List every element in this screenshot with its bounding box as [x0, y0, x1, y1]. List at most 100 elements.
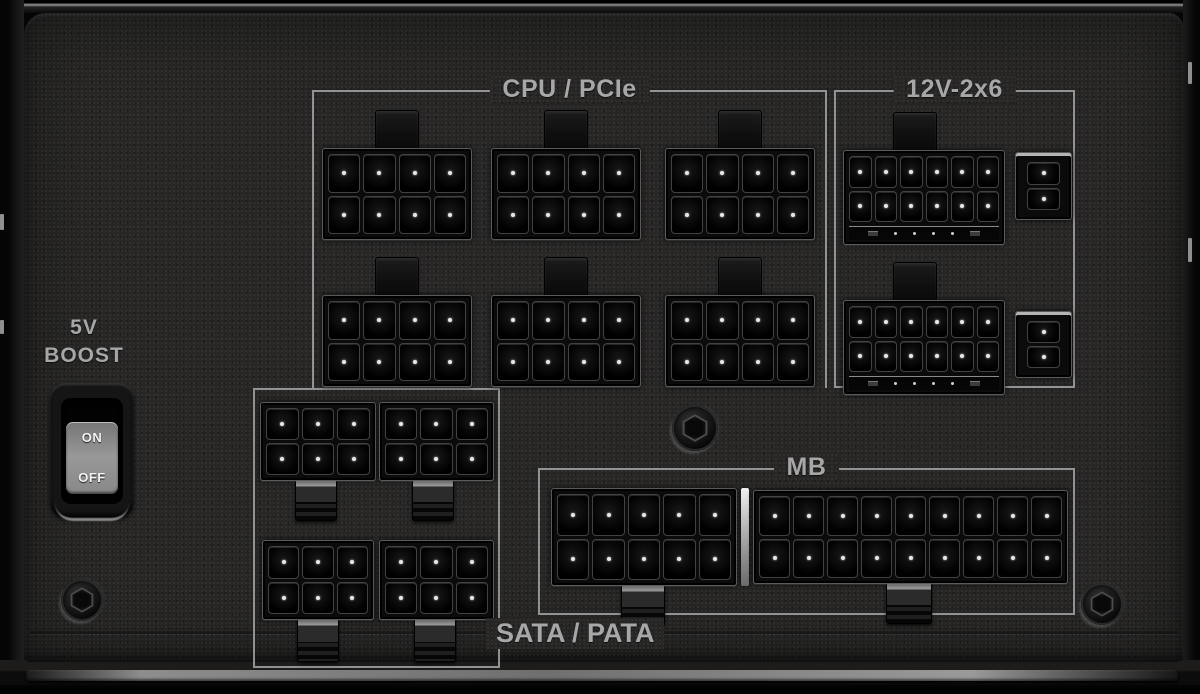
boost-rocker-switch[interactable]: ON OFF — [66, 422, 118, 494]
pin-socket — [337, 443, 370, 475]
pin-socket — [793, 538, 824, 578]
pin-socket — [706, 154, 739, 193]
pin-socket — [336, 546, 368, 579]
sata-pata-connector-2 — [379, 402, 494, 481]
pin-socket — [900, 340, 923, 372]
hex-screw-center — [672, 405, 718, 451]
edge-highlight — [1188, 238, 1192, 262]
pin-socket — [363, 301, 396, 340]
pin-socket — [663, 538, 696, 580]
12v-2x6-connector-1 — [843, 150, 1005, 245]
pin-socket — [706, 342, 739, 381]
pin-socket — [900, 190, 923, 222]
pin-socket — [776, 342, 809, 381]
pin-socket — [532, 342, 565, 381]
sata-pata-connector-3 — [262, 540, 374, 620]
pin-socket — [433, 154, 466, 193]
section-label-cpu-pcie: CPU / PCIe — [489, 75, 649, 104]
pin-socket — [706, 301, 739, 340]
pin-socket — [951, 156, 974, 188]
pin-socket — [567, 154, 600, 193]
pin-socket — [849, 156, 872, 188]
pin-socket — [532, 195, 565, 234]
pin-socket — [827, 538, 858, 578]
12v-2x6-connector-2 — [843, 300, 1005, 395]
pin-socket — [929, 538, 960, 578]
pin-socket — [963, 538, 994, 578]
pin-socket — [567, 301, 600, 340]
pin-socket — [602, 154, 635, 193]
pin-socket — [874, 190, 897, 222]
hex-socket-icon — [682, 414, 708, 442]
section-box-mb: MB — [538, 453, 1075, 615]
pin-socket — [925, 190, 948, 222]
pin-socket — [420, 443, 453, 475]
pin-socket — [557, 494, 590, 536]
pin-socket — [266, 408, 299, 440]
pin-socket — [874, 156, 897, 188]
pin-socket — [976, 306, 999, 338]
pin-socket — [532, 154, 565, 193]
mb-connector-18pin — [753, 490, 1068, 584]
pin-socket — [433, 301, 466, 340]
12v-2x6-side-connector-2 — [1015, 311, 1072, 378]
pin-socket — [455, 408, 488, 440]
chassis-right-edge — [1183, 0, 1200, 694]
cpu-pcie-connector-1 — [322, 148, 472, 240]
pin-socket — [963, 496, 994, 536]
pin-socket — [497, 342, 530, 381]
switch-on-label: ON — [81, 430, 103, 445]
pin-socket — [671, 195, 704, 234]
pin-socket — [925, 306, 948, 338]
pin-socket — [455, 581, 488, 614]
section-label-12v-2x6: 12V-2x6 — [893, 75, 1016, 104]
pin-socket — [398, 301, 431, 340]
pin-socket — [398, 195, 431, 234]
pin-socket — [1031, 538, 1062, 578]
pin-socket — [1027, 321, 1060, 343]
pin-socket — [455, 443, 488, 475]
cpu-pcie-connector-6 — [665, 295, 815, 387]
sense-pin-strip — [849, 226, 999, 240]
chassis-left-edge — [0, 0, 24, 694]
pin-socket — [398, 154, 431, 193]
pin-socket — [1027, 187, 1060, 210]
pin-socket — [363, 195, 396, 234]
pin-socket — [951, 340, 974, 372]
pin-socket — [849, 340, 872, 372]
pin-socket — [268, 581, 300, 614]
sense-pin — [913, 382, 916, 385]
boost-label-5v: 5V — [70, 316, 98, 339]
pin-socket — [567, 342, 600, 381]
pin-socket — [302, 581, 334, 614]
pin-socket — [532, 301, 565, 340]
pin-socket — [301, 443, 335, 475]
hex-screw-bottom-right — [1081, 583, 1123, 625]
sense-pin — [894, 382, 897, 385]
pin-socket — [497, 195, 530, 234]
pin-socket — [895, 496, 926, 536]
bottom-bevel-highlight — [26, 670, 1178, 681]
pin-socket — [627, 494, 661, 536]
pin-socket — [1027, 162, 1060, 185]
pin-socket — [420, 408, 453, 440]
pin-socket — [874, 306, 897, 338]
pin-socket — [776, 154, 809, 193]
pin-socket — [976, 156, 999, 188]
connector-latch — [886, 582, 932, 624]
pin-socket — [997, 496, 1028, 536]
pin-socket — [671, 154, 704, 193]
pin-socket — [900, 306, 923, 338]
pin-socket — [849, 190, 872, 222]
connector-latch — [893, 262, 937, 302]
pin-socket — [951, 306, 974, 338]
edge-highlight — [0, 320, 4, 334]
sense-pin — [913, 232, 916, 235]
sata-pata-connector-4 — [379, 540, 494, 620]
pin-socket — [385, 546, 418, 579]
sense-pin — [894, 232, 897, 235]
pin-socket — [776, 195, 809, 234]
pin-socket — [328, 154, 361, 193]
hex-socket-icon — [1090, 591, 1114, 617]
